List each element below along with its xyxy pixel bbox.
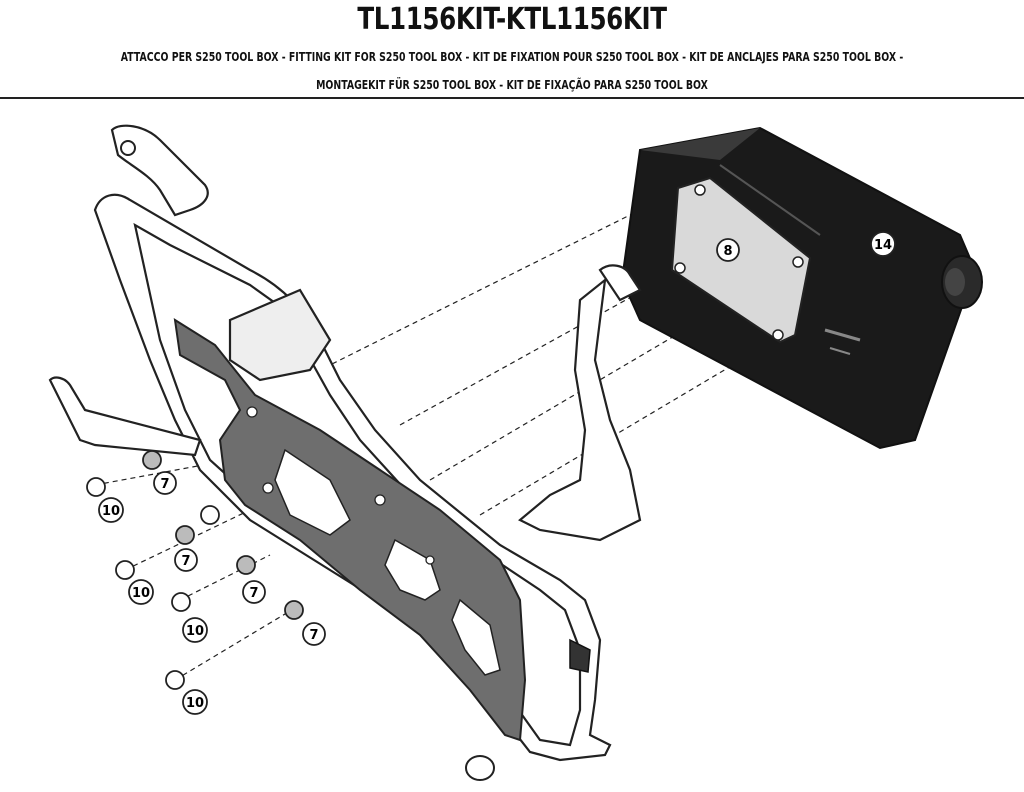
nuts-part-7 xyxy=(142,450,304,620)
nut-1 xyxy=(142,450,162,470)
callout-7-b: 7 xyxy=(174,548,198,572)
callouts: 8 14 7 7 7 7 10 10 xyxy=(98,231,896,715)
cap-2 xyxy=(115,560,135,580)
callout-10-d-label: 10 xyxy=(186,696,204,711)
guide-line-8 xyxy=(174,604,301,681)
bracket-plate xyxy=(173,318,527,742)
crash-bar-frame xyxy=(48,124,642,762)
callout-10-c: 10 xyxy=(182,617,208,643)
callout-7-b-label: 7 xyxy=(181,554,190,569)
callout-8-label: 8 xyxy=(723,244,732,259)
guide-line-5 xyxy=(94,459,231,486)
callout-10-a: 10 xyxy=(98,497,124,523)
callout-7-c-label: 7 xyxy=(249,586,258,601)
subtitle-line-2: MONTAGEKIT FÜR S250 TOOL BOX - KIT DE FI… xyxy=(316,78,708,92)
callout-7-a-label: 7 xyxy=(160,477,169,492)
cap-3 xyxy=(171,592,191,612)
callout-10-d: 10 xyxy=(182,689,208,715)
clamp-part xyxy=(569,638,591,673)
callout-7-d-label: 7 xyxy=(309,628,318,643)
subtitle-line-1: ATTACCO PER S250 TOOL BOX - FITTING KIT … xyxy=(120,50,904,64)
callout-7-a: 7 xyxy=(153,471,177,495)
callout-10-c-label: 10 xyxy=(186,624,204,639)
callout-7-c: 7 xyxy=(242,580,266,604)
nut-3 xyxy=(236,555,256,575)
cap-1 xyxy=(86,477,106,497)
header-divider xyxy=(0,97,1024,99)
caps-part-10 xyxy=(86,477,220,690)
callout-10-b: 10 xyxy=(128,579,154,605)
callout-10-b-label: 10 xyxy=(132,586,150,601)
callout-8: 8 xyxy=(716,238,740,262)
nut-2 xyxy=(175,525,195,545)
guide-line-4 xyxy=(479,339,776,516)
tool-box xyxy=(620,126,983,450)
callout-14: 14 xyxy=(870,231,896,257)
nut-4 xyxy=(284,600,304,620)
callout-14-label: 14 xyxy=(874,238,892,253)
box-mounting-plate xyxy=(670,176,812,344)
cap-4 xyxy=(165,670,185,690)
frame-foot xyxy=(465,755,495,781)
callout-10-a-label: 10 xyxy=(102,504,120,519)
callout-7-d: 7 xyxy=(302,622,326,646)
cap-5 xyxy=(200,505,220,525)
page-title: TL1156KIT-KTL1156KIT xyxy=(357,2,667,37)
